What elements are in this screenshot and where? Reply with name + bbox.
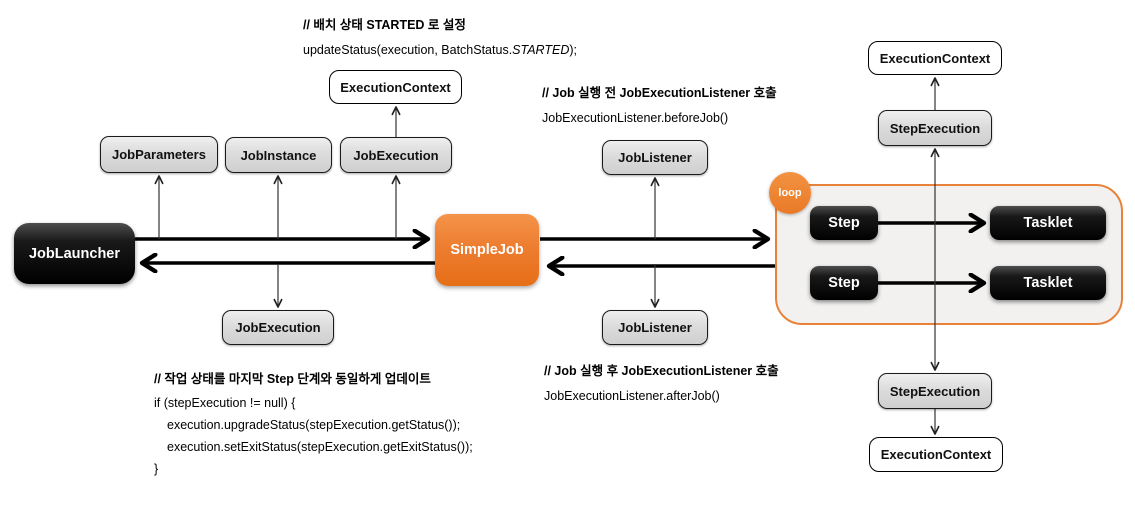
node-job-listener-bottom: JobListener [602,310,708,345]
node-job-listener-top: JobListener [602,140,708,175]
comment-title: // Job 실행 전 JobExecutionListener 호출 [542,86,777,100]
comment-code-line: execution.upgradeStatus(stepExecution.ge… [167,418,461,432]
comment-update-status: // 작업 상태를 마지막 Step 단계와 동일하게 업데이트 if (ste… [154,370,473,480]
comment-code: JobExecutionListener.beforeJob() [542,111,729,125]
node-execution-context-bottom-right: ExecutionContext [869,437,1003,472]
comment-after-job: // Job 실행 후 JobExecutionListener 호출 JobE… [544,364,779,404]
node-execution-context-top-right: ExecutionContext [868,41,1002,75]
node-step-1: Step [810,206,878,240]
comment-code-line: } [154,462,159,476]
node-job-launcher: JobLauncher [14,223,135,284]
comment-before-job: // Job 실행 전 JobExecutionListener 호출 JobE… [542,86,777,126]
node-job-instance: JobInstance [225,137,332,173]
comment-code-line: execution.setExitStatus(stepExecution.ge… [167,440,473,454]
comment-code: JobExecutionListener.afterJob() [544,389,720,403]
comment-code-line: if (stepExecution != null) { [154,396,296,410]
comment-code: updateStatus(execution, BatchStatus.STAR… [303,43,577,57]
node-execution-context-top-left: ExecutionContext [329,70,462,104]
node-job-parameters: JobParameters [100,136,218,173]
loop-badge-label: loop [778,187,802,199]
node-job-execution-top: JobExecution [340,137,452,173]
node-job-execution-bottom: JobExecution [222,310,334,345]
loop-badge: loop [769,172,811,214]
node-tasklet-2: Tasklet [990,266,1106,300]
comment-batch-status: // 배치 상태 STARTED 로 설정 updateStatus(execu… [303,18,577,58]
node-tasklet-1: Tasklet [990,206,1106,240]
node-step-execution-bottom: StepExecution [878,373,992,409]
comment-title: // 배치 상태 STARTED 로 설정 [303,18,466,32]
node-step-execution-top: StepExecution [878,110,992,146]
node-simple-job: SimpleJob [435,214,539,286]
comment-title: // 작업 상태를 마지막 Step 단계와 동일하게 업데이트 [154,372,431,386]
node-step-2: Step [810,266,878,300]
comment-title: // Job 실행 후 JobExecutionListener 호출 [544,364,779,378]
